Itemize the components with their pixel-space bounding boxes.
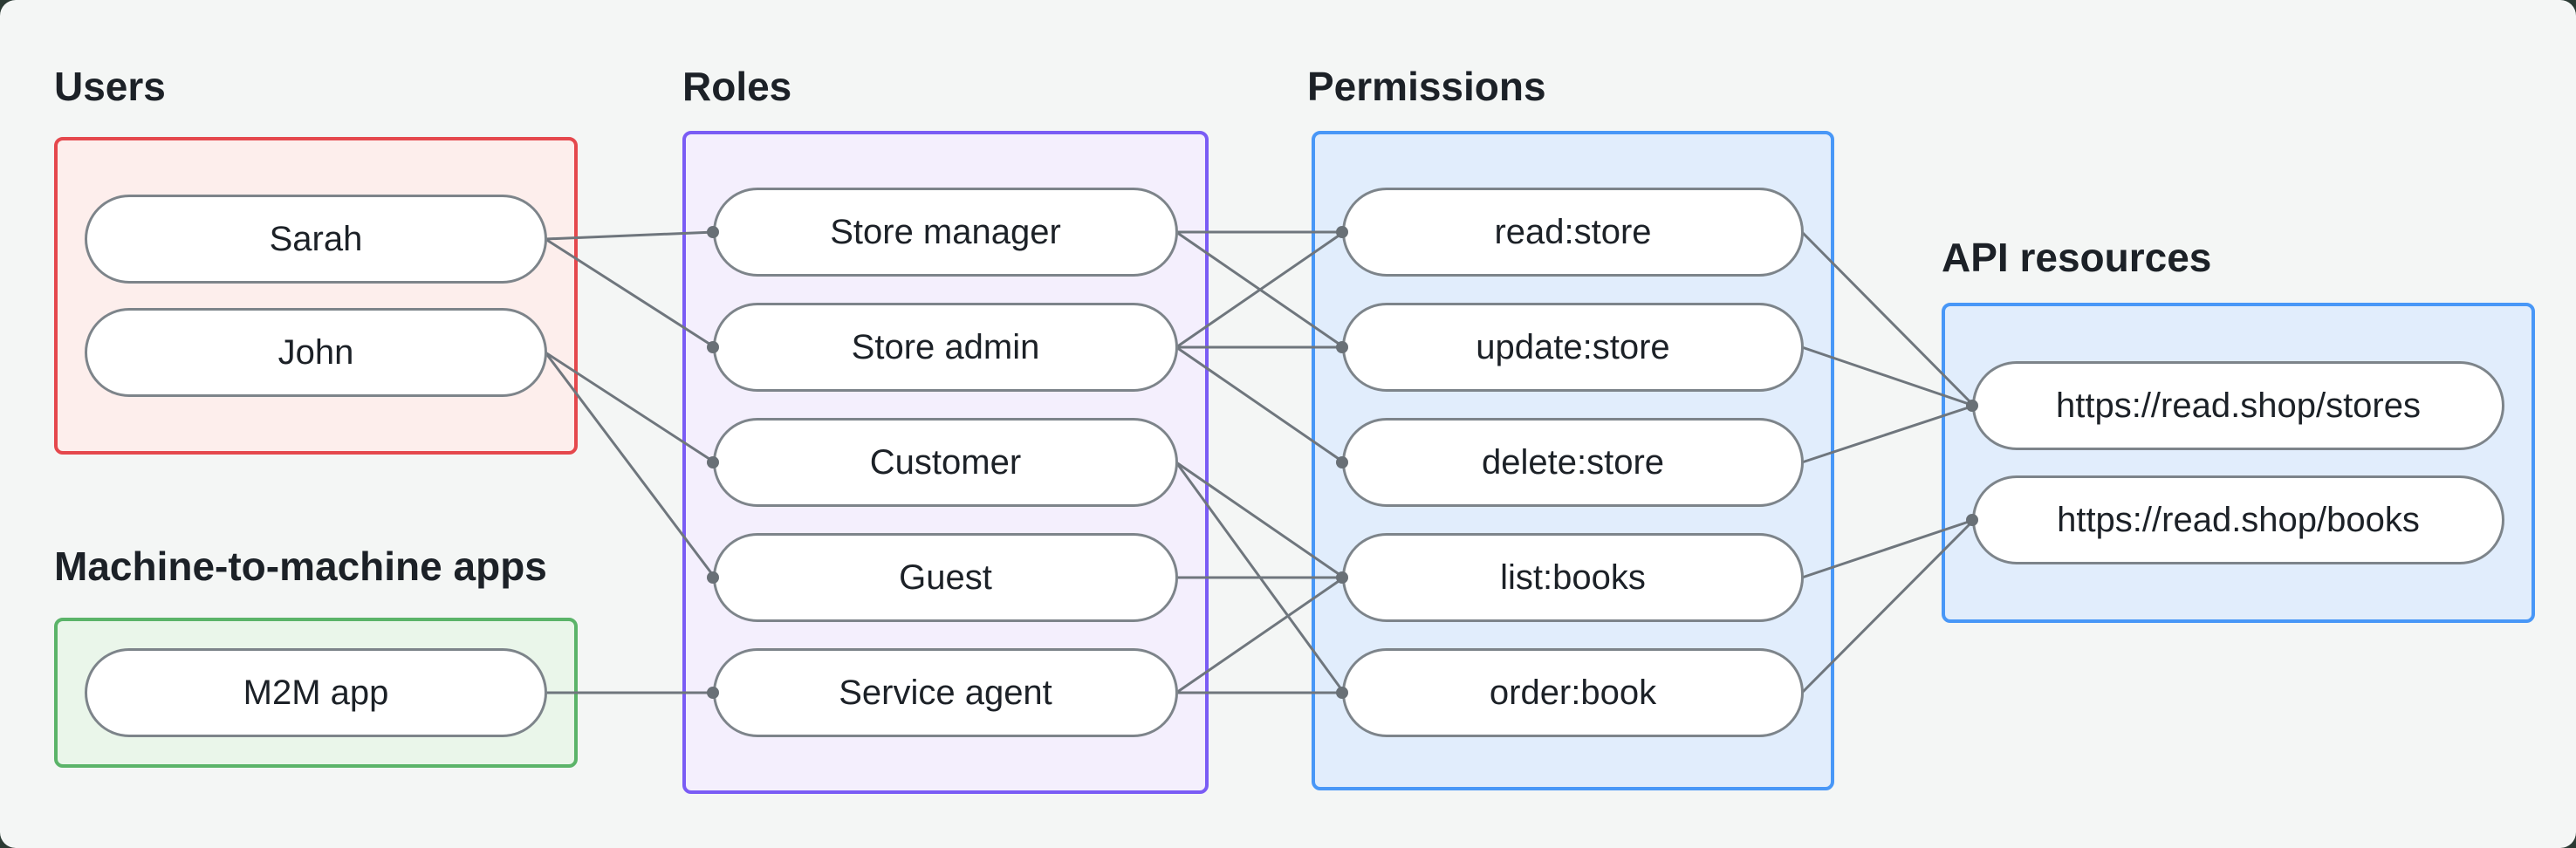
edge-john-guest — [544, 352, 716, 578]
connection-dot-service_agent — [707, 687, 719, 699]
edge-customer-list_books — [1175, 461, 1345, 579]
node-pill-guest: Guest — [713, 533, 1178, 622]
connection-dot-update_store — [1336, 341, 1348, 353]
connection-dot-store_manager — [707, 226, 719, 238]
connection-dot-delete_store — [1336, 456, 1348, 468]
edge-service_agent-list_books — [1175, 576, 1345, 694]
node-pill-order_book: order:book — [1342, 648, 1804, 737]
group-label-permissions: Permissions — [1307, 64, 1546, 109]
edge-list_books-books — [1801, 518, 1975, 579]
connection-dot-order_book — [1336, 687, 1348, 699]
group-label-roles: Roles — [682, 64, 792, 109]
edge-store_admin-read_store — [1175, 230, 1345, 349]
node-pill-store_manager: Store manager — [713, 188, 1178, 277]
node-pill-john: John — [85, 308, 547, 397]
node-pill-sarah: Sarah — [85, 195, 547, 284]
node-pill-customer: Customer — [713, 418, 1178, 507]
node-pill-update_store: update:store — [1342, 303, 1804, 392]
edge-order_book-books — [1800, 518, 1976, 694]
node-pill-read_store: read:store — [1342, 188, 1804, 277]
connection-dot-read_store — [1336, 226, 1348, 238]
connection-dot-guest — [707, 571, 719, 584]
group-label-m2m: Machine-to-machine apps — [54, 544, 547, 589]
edge-john-customer — [545, 351, 716, 464]
connection-dot-customer — [707, 456, 719, 468]
group-label-api: API resources — [1942, 235, 2212, 280]
edge-sarah-store_manager — [545, 230, 716, 241]
edge-sarah-store_admin — [545, 237, 716, 349]
connection-dot-list_books — [1336, 571, 1348, 584]
connection-dot-books — [1966, 514, 1978, 526]
group-box-users — [54, 137, 578, 455]
connection-dot-stores — [1966, 400, 1978, 412]
connection-dot-store_admin — [707, 341, 719, 353]
edge-delete_store-stores — [1801, 404, 1975, 464]
edge-store_admin-delete_store — [1175, 345, 1345, 464]
node-pill-stores: https://read.shop/stores — [1972, 361, 2504, 450]
edge-update_store-stores — [1801, 345, 1975, 407]
edge-read_store-stores — [1800, 230, 1976, 407]
node-pill-m2m_app: M2M app — [85, 648, 547, 737]
node-pill-delete_store: delete:store — [1342, 418, 1804, 507]
node-pill-list_books: list:books — [1342, 533, 1804, 622]
group-label-users: Users — [54, 64, 166, 109]
node-pill-store_admin: Store admin — [713, 303, 1178, 392]
group-box-api — [1942, 303, 2535, 623]
node-pill-books: https://read.shop/books — [1972, 475, 2504, 564]
node-pill-service_agent: Service agent — [713, 648, 1178, 737]
